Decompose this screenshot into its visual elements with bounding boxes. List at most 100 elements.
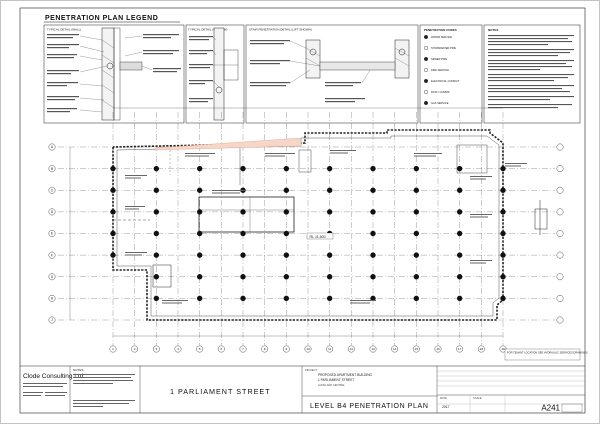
grid-letter: H — [51, 297, 54, 301]
column — [456, 274, 463, 280]
grid-bubble — [556, 294, 564, 302]
column — [500, 187, 506, 193]
grid-bubble — [556, 251, 564, 259]
column — [456, 165, 463, 172]
column — [370, 230, 376, 237]
column — [240, 295, 246, 302]
code-label: FIRE SERVICE — [431, 68, 449, 72]
code-label: DATA / COMMS — [431, 90, 450, 94]
column — [413, 230, 420, 237]
grid-bubble — [48, 230, 56, 237]
column — [240, 209, 246, 215]
building-outline — [112, 129, 504, 321]
column — [413, 187, 420, 193]
scale-label: SCALE — [473, 396, 482, 400]
grid-bubble — [239, 345, 247, 353]
column — [153, 295, 160, 302]
column — [196, 274, 203, 280]
drawing-title: LEVEL B4 PENETRATION PLAN — [310, 403, 428, 410]
column — [370, 209, 376, 215]
grid-letter: D — [51, 210, 54, 214]
grid-bubble — [48, 273, 56, 281]
column — [153, 187, 160, 193]
code-symbol-icon — [424, 100, 429, 105]
column — [283, 209, 290, 215]
column — [500, 230, 506, 237]
client-line-1: PROPOSED APARTMENT BUILDING — [318, 373, 373, 377]
grid-bubble — [326, 345, 334, 353]
grid-number: 5 — [199, 347, 201, 351]
code-label: ELECTRICAL CONDUIT — [431, 79, 460, 83]
grid-bubble — [174, 345, 182, 353]
column — [500, 274, 506, 280]
grid-bubble — [556, 230, 564, 237]
column — [110, 187, 116, 193]
grid-number: 9 — [285, 347, 287, 351]
grid-bubble — [152, 345, 160, 353]
grid-bubble — [556, 143, 564, 151]
column — [196, 209, 203, 215]
column — [500, 252, 506, 258]
grid-bubble — [217, 345, 225, 353]
grid-bubble — [48, 251, 56, 259]
grid-number: 6 — [220, 347, 222, 351]
column — [240, 274, 246, 280]
window-detail: TYPICAL DETAIL (WINDOW) — [185, 24, 245, 124]
grid-bubble — [48, 186, 56, 194]
grid-bubble — [131, 345, 139, 353]
column — [326, 165, 333, 172]
code-symbol-icon — [424, 78, 429, 83]
column — [283, 252, 290, 258]
code-label: GAS SERVICE — [431, 101, 449, 105]
column — [413, 295, 420, 302]
rl-label: RL 11.600 — [310, 235, 326, 239]
grid-bubble — [347, 345, 355, 353]
grid-bubble — [48, 165, 56, 173]
column — [326, 295, 333, 302]
column — [500, 295, 506, 302]
column — [413, 165, 420, 172]
grid-letter: B — [51, 167, 53, 171]
code-symbol-icon — [424, 46, 429, 51]
column — [456, 295, 463, 302]
grid-number: 14 — [393, 347, 397, 351]
grid-bubble — [48, 294, 56, 302]
grid-bubble — [391, 345, 399, 353]
date-label: DATE — [440, 396, 447, 400]
grid-bubble — [556, 208, 564, 216]
grid-letter: G — [51, 275, 54, 279]
client-line-2: 1 PARLIAMENT STREET — [318, 378, 354, 382]
grid-bubble — [412, 345, 420, 353]
grid-number: 15 — [415, 347, 419, 351]
column — [456, 187, 463, 193]
grid-number: 4 — [177, 347, 179, 351]
code-symbol-icon — [424, 35, 429, 40]
column — [370, 252, 376, 258]
penetration-codes-table: PENETRATION CODES WATER SERVICESTORMWATE… — [419, 24, 483, 124]
column — [326, 274, 333, 280]
grid-number: 1 — [112, 347, 114, 351]
grid-number: 13 — [371, 347, 375, 351]
grid-number: 18 — [480, 347, 484, 351]
column — [370, 274, 376, 280]
code-symbol-icon — [424, 89, 429, 94]
client-line-3: AUCKLAND CENTRAL — [318, 383, 346, 387]
column — [326, 187, 333, 193]
grid-bubble — [477, 345, 485, 353]
grid-number: 8 — [264, 347, 266, 351]
legend-title: PENETRATION PLAN LEGEND — [45, 15, 158, 22]
column — [240, 165, 246, 172]
wall-detail-title: TYPICAL DETAIL (WALL) — [47, 28, 81, 32]
column — [283, 230, 290, 237]
grid-number: 3 — [155, 347, 157, 351]
window-detail-title: TYPICAL DETAIL (WINDOW) — [188, 28, 227, 32]
column — [283, 165, 290, 172]
notes-label: NOTES: — [73, 368, 84, 372]
plan-annotations: RL 11.600 — [69, 107, 527, 337]
project-label: PROJECT — [305, 368, 318, 372]
column — [196, 230, 203, 237]
stair-detail: STAIR PENETRATION DETAIL (LIFT SHOWN) — [245, 24, 419, 124]
code-label: SEWER PIPE — [431, 57, 447, 61]
